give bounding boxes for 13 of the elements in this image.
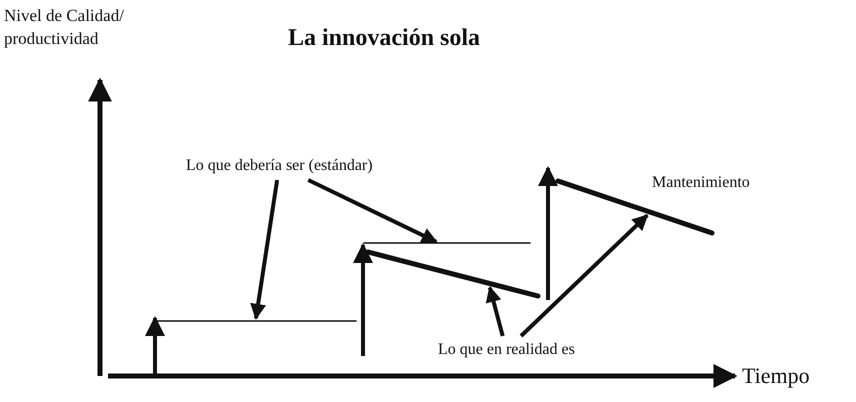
actual-level-line (366, 250, 540, 298)
leader-arrow (486, 286, 505, 337)
standard-level-line (154, 320, 357, 322)
leader-arrow (250, 180, 280, 320)
axis-label: Tiempo (742, 362, 810, 390)
label: Mantenimiento (652, 173, 750, 193)
standard-level-line (363, 242, 531, 244)
callout-text: Lo que debería ser (estándar) (186, 156, 373, 176)
leader-arrow (520, 214, 649, 338)
leader-arrow (307, 178, 438, 244)
callout-text: Lo que en realidad es (438, 340, 575, 360)
title: La innovación sola (288, 24, 480, 52)
axis-label: Nivel de Calidad/ productividad (4, 5, 124, 50)
